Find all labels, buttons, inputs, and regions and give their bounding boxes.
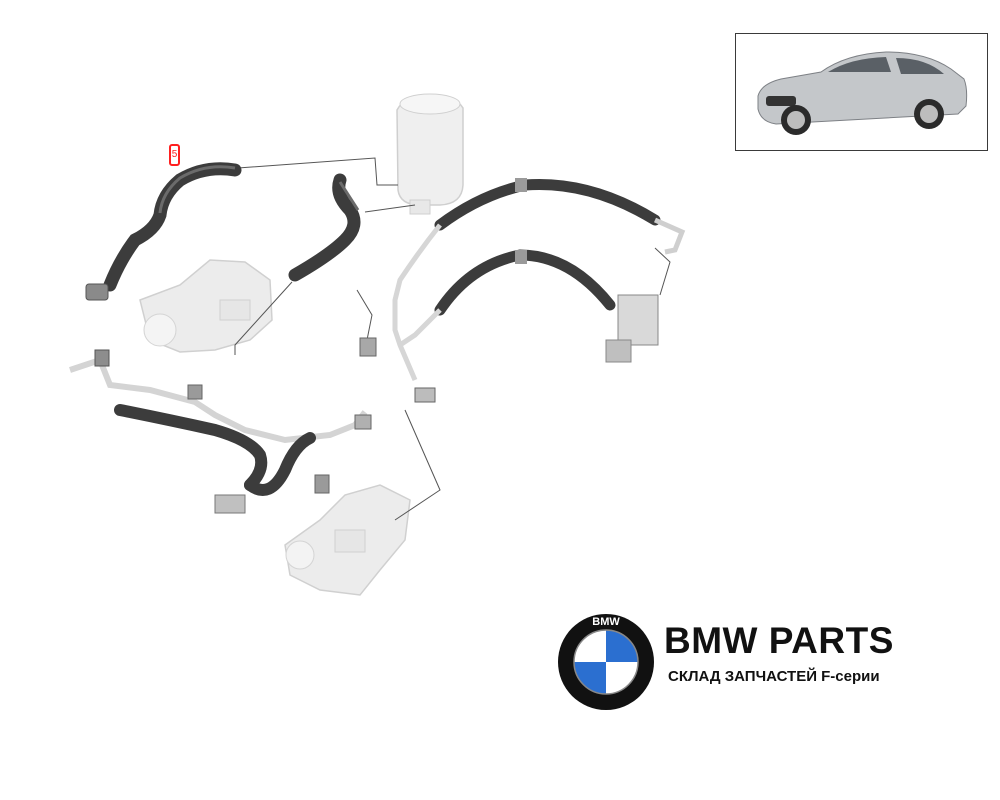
leader-lines — [234, 157, 671, 521]
reservoir — [396, 93, 464, 215]
car-thumbnail — [735, 33, 988, 151]
car-icon — [757, 51, 968, 135]
bmw-logo-letters: BMW — [592, 616, 620, 628]
part-callout-5[interactable]: 5 — [169, 144, 180, 166]
brand-title: BMW PARTS — [664, 620, 894, 661]
brand-block: BMW BMW PARTS СКЛАД ЗАПЧАСТЕЙ F-серии — [556, 612, 956, 712]
steering-gear — [284, 484, 411, 596]
brand-subtitle: СКЛАД ЗАПЧАСТЕЙ F-серии — [668, 668, 880, 685]
pressure-hose-right[interactable] — [359, 178, 686, 403]
steering-pump — [139, 259, 273, 353]
cooler-hose-lower[interactable] — [69, 349, 372, 514]
return-hose-upper[interactable] — [288, 173, 361, 282]
suction-hose-highlighted[interactable] — [85, 162, 242, 301]
bmw-logo-icon: BMW — [558, 614, 654, 710]
